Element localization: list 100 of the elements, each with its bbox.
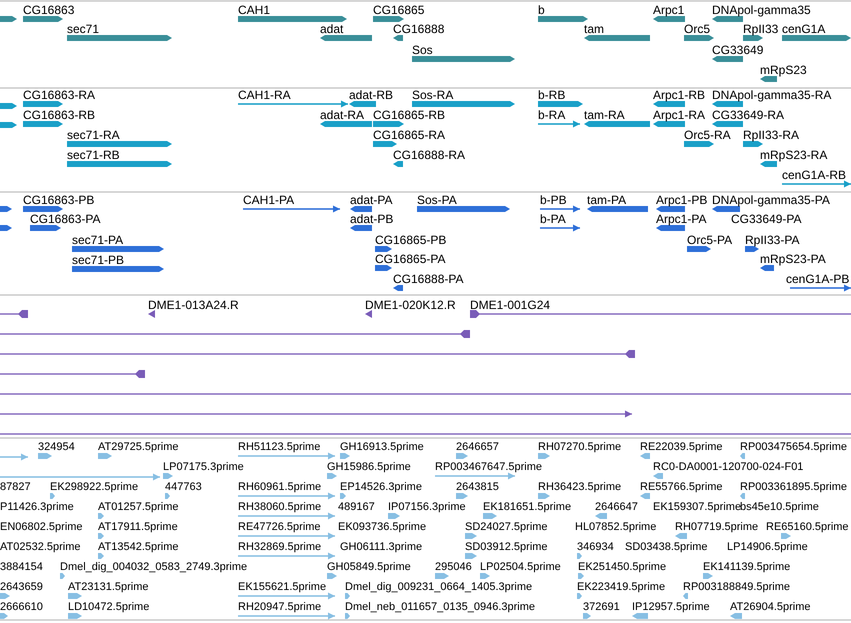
feature-label: RE65160.5prime: [766, 520, 849, 534]
feature-label: GH16913.5prime: [340, 440, 424, 454]
feature-label: RH38060.5prime: [238, 500, 322, 514]
feature-label: P11426.3prime: [0, 500, 74, 514]
feature-label: DME1-001G24: [470, 298, 550, 312]
feature-label: adat: [320, 22, 344, 36]
feature-label: sec71-RA: [67, 128, 120, 142]
feature-label: EK093736.5prime: [338, 520, 426, 534]
feature-label: Arpc1-PB: [656, 193, 708, 207]
feature-label: DME1-013A24.R: [148, 298, 239, 312]
feature-label: AT13542.5prime: [98, 540, 179, 554]
feature-label: RP003475654.5prime: [740, 440, 848, 454]
feature-label: CAH1: [238, 3, 270, 17]
feature-label: RC0-DA0001-120700-024-F01: [653, 460, 804, 474]
feature-label: b-RA: [538, 108, 566, 122]
feature-label: Arpc1-RA: [653, 108, 706, 122]
feature-label: IP12957.5prime: [632, 600, 710, 614]
feature-label: Arpc1-PA: [656, 212, 706, 226]
feature-label: CG16865-RB: [373, 108, 446, 122]
feature-label: LP02504.5prime: [480, 560, 561, 574]
feature-label: b: [538, 3, 545, 17]
feature-label: RpII33: [743, 22, 778, 36]
feature-label: CG16863-RA: [23, 88, 96, 102]
feature-label: AT26904.5prime: [730, 600, 811, 614]
feature-label: Arpc1: [653, 3, 684, 17]
feature-label: Orc5: [684, 22, 710, 36]
feature-label: 324954: [38, 440, 75, 454]
feature-label: 447763: [165, 480, 202, 494]
feature-label: mRpS23: [760, 63, 807, 77]
feature-label: Dmel_neb_011657_0135_0946.3prime: [345, 600, 536, 614]
feature-label: tam: [584, 22, 604, 36]
feature-label: bs45e10.5prime: [740, 500, 819, 514]
feature-label: sec71-RB: [67, 148, 120, 162]
feature-label: CG16865-RA: [373, 128, 446, 142]
feature-label: RH51123.5prime: [238, 440, 320, 454]
feature-label: cenG1A-RB: [782, 168, 846, 182]
feature-label: 2646657: [456, 440, 499, 454]
feature-label: tam-PA: [587, 193, 626, 207]
feature-label: cenG1A: [782, 22, 826, 36]
feature-label: RE55766.5prime: [640, 480, 723, 494]
feature-label: 346934: [577, 540, 614, 554]
feature-label: EK223419.5prime: [577, 580, 666, 594]
feature-label: LD10472.5prime: [68, 600, 150, 614]
feature-label: sec71: [67, 22, 100, 36]
feature-label: RP003467647.5prime: [435, 460, 542, 474]
feature-label: AT23131.5prime: [68, 580, 149, 594]
feature-label: Orc5-RA: [684, 128, 731, 142]
feature-label: DME1-020K12.R: [365, 298, 456, 312]
feature-label: LP14906.5prime: [727, 540, 808, 554]
feature-label: EN06802.5prime: [0, 520, 83, 534]
feature-label: Sos: [412, 43, 433, 57]
feature-label: RP003361895.5prime: [740, 480, 848, 494]
feature-label: RE47726.5prime: [238, 520, 321, 534]
feature-label: AT01257.5prime: [98, 500, 179, 514]
feature-label: adat-PA: [350, 193, 392, 207]
feature-label: RH20947.5prime: [238, 600, 322, 614]
feature-label: CG16865-PA: [375, 252, 446, 266]
feature-label: mRpS23-PA: [760, 252, 826, 266]
feature-label: IP07156.3prime: [388, 500, 466, 514]
feature-label: DNApol-gamma35-PA: [712, 193, 830, 207]
feature-label: mRpS23-RA: [760, 148, 828, 162]
feature-label: 295046: [435, 560, 472, 574]
feature-label: 2666610: [0, 600, 43, 614]
feature-label: CAH1-RA: [238, 88, 291, 102]
feature-label: EK155621.5prime: [238, 580, 326, 594]
feature-label: SD03912.5prime: [465, 540, 548, 554]
feature-label: RE22039.5prime: [640, 440, 723, 454]
feature-label: 2643815: [456, 480, 499, 494]
feature-label: LP07175.3prime: [163, 460, 244, 474]
feature-label: AT17911.5prime: [98, 520, 178, 534]
feature-label: sec71-PA: [72, 233, 124, 247]
feature-label: EK159307.5prime: [653, 500, 742, 514]
feature-label: 2643659: [0, 580, 43, 594]
feature-label: RH32869.5prime: [238, 540, 322, 554]
feature-label: Sos-PA: [417, 193, 457, 207]
feature-label: b-RB: [538, 88, 566, 102]
feature-label: DNApol-gamma35: [712, 3, 811, 17]
feature-label: RP003188849.5prime: [683, 580, 790, 594]
feature-label: RpII33-RA: [743, 128, 800, 142]
feature-label: RH36423.5prime: [538, 480, 622, 494]
feature-label: DNApol-gamma35-RA: [712, 88, 832, 102]
feature-label: CG16863-PB: [23, 193, 94, 207]
feature-label: GH06111.3prime: [340, 540, 422, 554]
feature-label: CG33649-PA: [731, 212, 802, 226]
feature-label: SD24027.5prime: [465, 520, 548, 534]
feature-label: CG16888-PA: [393, 272, 464, 286]
feature-label: CG16863-PA: [30, 212, 100, 226]
feature-label: RH07719.5prime: [675, 520, 758, 534]
feature-label: adat-RA: [320, 108, 364, 122]
feature-label: CG16865-PB: [375, 233, 446, 247]
feature-label: adat-PB: [350, 212, 394, 226]
feature-label: EK181651.5prime: [483, 500, 572, 514]
feature-label: b-PA: [540, 212, 566, 226]
feature-label: CAH1-PA: [243, 193, 294, 207]
feature-label: SD03438.5prime: [625, 540, 708, 554]
feature-label: HL07852.5prime: [575, 520, 656, 534]
feature-label: adat-RB: [349, 88, 394, 102]
feature-label: RH07270.5prime: [538, 440, 622, 454]
feature-label: GH05849.5prime: [327, 560, 411, 574]
feature-label: CG33649: [712, 43, 764, 57]
